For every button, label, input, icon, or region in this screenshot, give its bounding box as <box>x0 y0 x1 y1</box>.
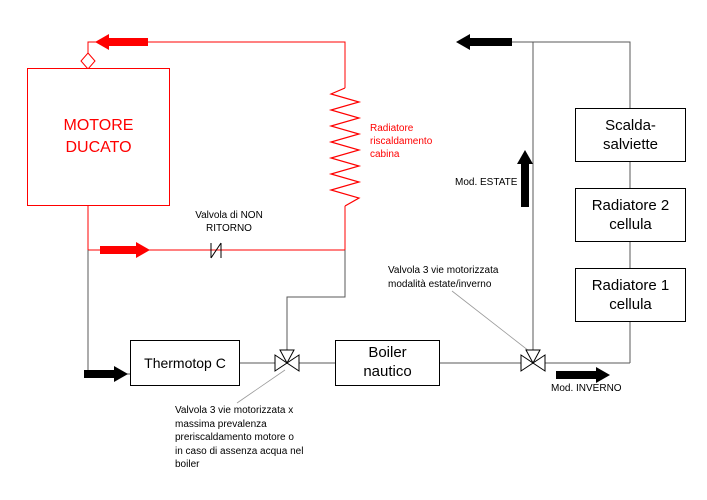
non-return-valve-label: Valvola di NON RITORNO <box>195 210 263 234</box>
flow-arrow-right-red-icon <box>100 242 150 258</box>
flow-arrow-left-black-icon <box>456 34 512 50</box>
mod-estate-label: Mod. ESTATE <box>455 177 518 188</box>
scalda-salviette-box: Scalda- salviette <box>575 108 686 162</box>
valve-prevalenza-label: Valvola 3 vie motorizzata x massima prev… <box>175 405 304 470</box>
leader-line-valve2 <box>451 290 530 352</box>
mod-inverno-label: Mod. INVERNO <box>551 383 622 394</box>
radiatore-2-box: Radiatore 2 cellula <box>575 188 686 242</box>
cabin-radiator-coil-icon <box>328 87 362 207</box>
flow-arrow-right-inverno-icon <box>556 367 610 383</box>
pipe-coil-to-valve1 <box>286 250 346 350</box>
three-way-valve-1-icon <box>274 349 300 372</box>
pipe-motor-to-thermotop <box>87 250 130 375</box>
cabin-radiator-label: Radiatore riscaldamento cabina <box>370 123 433 160</box>
leader-line-valve1 <box>236 369 286 404</box>
radiatore-1-box: Radiatore 1 cellula <box>575 268 686 322</box>
check-valve-icon <box>210 242 222 259</box>
bleed-valve-icon <box>80 52 96 70</box>
flow-arrow-left-red-icon <box>95 34 148 50</box>
thermotop-box: Thermotop C <box>130 340 240 386</box>
pipe-top-return <box>458 41 631 363</box>
valve-estate-inverno-label: Valvola 3 vie motorizzata modalità estat… <box>388 265 499 290</box>
three-way-valve-2-icon <box>520 349 546 372</box>
motore-ducato-box: MOTORE DUCATO <box>27 68 170 206</box>
flow-arrow-right-thermotop-icon <box>84 366 128 382</box>
flow-arrow-up-estate-icon <box>517 150 533 207</box>
boiler-nautico-box: Boiler nautico <box>335 340 440 386</box>
